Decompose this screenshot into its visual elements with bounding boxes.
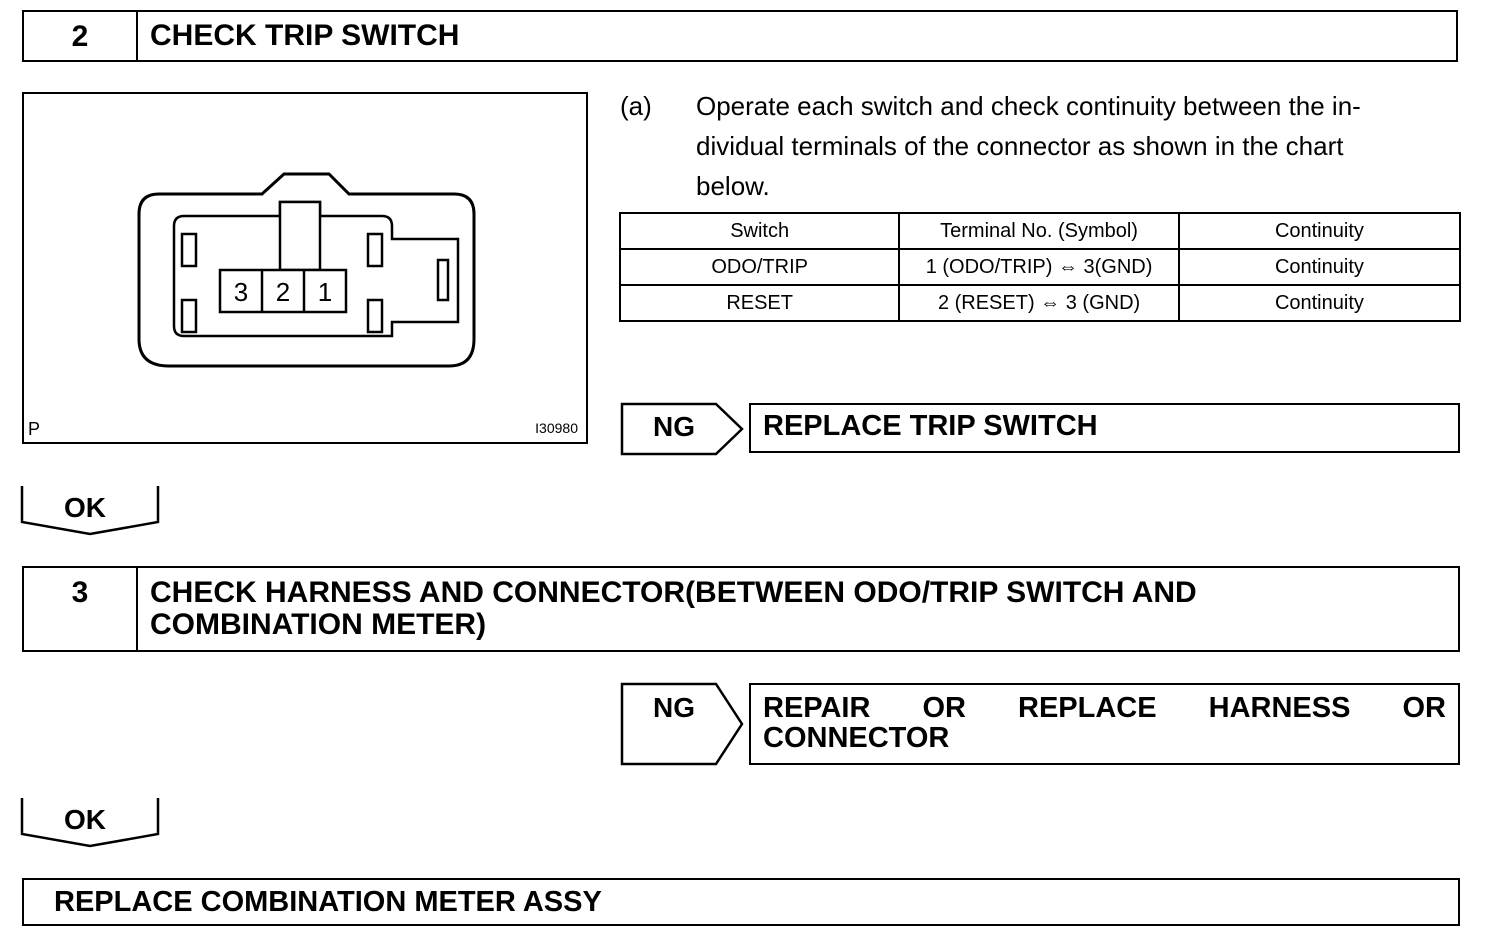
step-title-line-2: COMBINATION METER) [150,608,487,641]
instruction-line-1: Operate each switch and check continuity… [696,91,1361,121]
table-cell: Continuity [1177,284,1462,322]
table-cell: Continuity [1177,248,1462,286]
step-2-header: 2 CHECK TRIP SWITCH [22,10,1458,62]
result-word: REPLACE [1018,692,1157,724]
ng-label-2: NG [653,692,695,723]
table-row: RESET 2 (RESET) ⇔ 3 (GND) Continuity [618,284,1462,322]
ng-result-1: REPLACE TRIP SWITCH [749,403,1460,453]
ok-arrow-2 [20,798,160,848]
table-cell: RESET [618,284,901,322]
cavity-outline [172,200,460,338]
step-number: 2 [24,12,138,60]
result-word: REPAIR [763,692,871,724]
pin-3-label: 3 [234,277,248,307]
ng-result-2-line-2: CONNECTOR [763,722,950,754]
table-header-row: Switch Terminal No. (Symbol) Continuity [618,212,1462,250]
step-title: CHECK TRIP SWITCH [150,19,460,52]
table-cell: ODO/TRIP [618,248,901,286]
pin-row [218,268,348,314]
table-cell: 1 (ODO/TRIP) ⇔ 3(GND) [898,248,1180,286]
result-word: OR [1402,692,1447,724]
instruction-marker: (a) [620,91,652,121]
continuity-table: Switch Terminal No. (Symbol) Continuity … [618,212,1462,322]
connector-figure: 3 2 1 P I30980 [22,92,588,444]
ok-label-2: OK [64,804,106,835]
table-cell: 2 (RESET) ⇔ 3 (GND) [898,284,1180,322]
ng-arrow-2 [620,682,744,766]
ng-result-2-line-1: REPAIR OR REPLACE HARNESS OR [763,693,1446,723]
instruction-line-2: dividual terminals of the connector as s… [696,131,1344,161]
ng-arrow-1 [620,402,744,456]
housing-outline [137,172,476,368]
slot-top-right [366,232,384,268]
figure-corner-letter: P [28,419,41,439]
step-title: CHECK HARNESS AND CONNECTOR(BETWEEN ODO/… [138,568,1458,650]
connector-diagram: 3 2 1 [137,172,476,368]
instruction-line-3: below. [696,171,770,201]
ng-result-2: REPAIR OR REPLACE HARNESS OR CONNECTOR [749,683,1460,765]
step-title-line-1: CHECK HARNESS AND CONNECTOR(BETWEEN ODO/… [150,576,1197,609]
result-word: HARNESS [1208,692,1351,724]
ok-arrow-1 [20,486,160,536]
ok-label-1: OK [64,492,106,523]
slot-bottom-right [366,298,384,334]
instruction-text: Operate each switch and check continuity… [696,86,1466,206]
pin-1-label: 1 [318,277,332,307]
step-number: 3 [24,568,138,650]
figure-code: I30980 [535,420,578,436]
result-word: OR [922,692,966,724]
lock-tab [278,200,322,272]
step-3-header: 3 CHECK HARNESS AND CONNECTOR(BETWEEN OD… [22,566,1460,652]
pin-2-label: 2 [276,277,290,307]
table-row: ODO/TRIP 1 (ODO/TRIP) ⇔ 3(GND) Continuit… [618,248,1462,286]
slot-top-left [180,232,198,268]
ng-label-1: NG [653,411,695,442]
guide-rib [436,258,450,302]
final-action: REPLACE COMBINATION METER ASSY [22,878,1460,926]
header-continuity: Continuity [1177,212,1462,250]
header-switch: Switch [618,212,901,250]
slot-bottom-left [180,298,198,334]
header-terminal: Terminal No. (Symbol) [898,212,1180,250]
